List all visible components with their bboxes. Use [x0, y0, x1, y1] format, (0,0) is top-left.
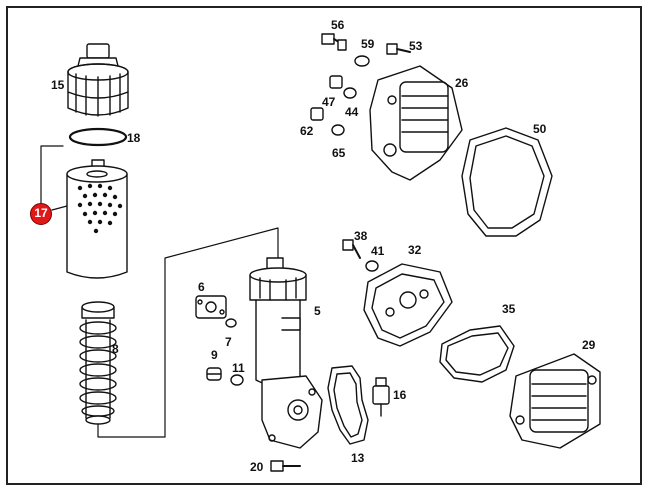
label-8: 8 [112, 342, 119, 356]
label-41: 41 [371, 244, 385, 258]
seal-part-11[interactable] [230, 374, 244, 386]
label-56: 56 [331, 18, 345, 32]
gasket-part-13[interactable] [327, 365, 369, 445]
label-38: 38 [354, 229, 368, 243]
washer-part-7[interactable] [225, 318, 237, 328]
leader-17-bracket [40, 145, 64, 206]
bracket-part-6[interactable] [195, 295, 227, 319]
label-13: 13 [351, 451, 365, 465]
label-47: 47 [322, 95, 336, 109]
diagram-frame [6, 6, 642, 485]
label-16: 16 [393, 388, 407, 402]
bolt-part-20[interactable] [270, 460, 301, 472]
label-59: 59 [361, 37, 375, 51]
filter-housing-part-5[interactable] [249, 257, 323, 449]
sensor-part-56[interactable] [321, 33, 347, 51]
filter-core-part-8[interactable] [79, 301, 117, 425]
seal-part-59[interactable] [354, 55, 370, 67]
cover-part-32[interactable] [363, 263, 453, 347]
plug-part-47[interactable] [329, 75, 343, 89]
seal-part-41[interactable] [365, 260, 379, 272]
plug-part-9[interactable] [206, 367, 222, 381]
leader-line-assembly [97, 227, 279, 438]
o-ring-part-18[interactable] [68, 127, 128, 147]
filter-element-part-17[interactable] [66, 159, 128, 279]
label-11: 11 [232, 361, 245, 375]
label-5: 5 [314, 304, 321, 318]
label-20: 20 [250, 460, 264, 474]
label-65: 65 [332, 146, 346, 160]
label-62: 62 [300, 124, 314, 138]
oil-cooler-part-29[interactable] [509, 353, 601, 449]
bolt-part-53[interactable] [386, 43, 411, 55]
seal-part-65[interactable] [331, 124, 345, 136]
label-44: 44 [345, 105, 359, 119]
label-6: 6 [198, 280, 205, 294]
seal-part-44[interactable] [343, 87, 357, 99]
label-29: 29 [582, 338, 596, 352]
plug-part-62[interactable] [310, 107, 324, 121]
label-35: 35 [502, 302, 516, 316]
highlighted-part-17-badge[interactable]: 17 [30, 203, 52, 225]
label-32: 32 [408, 243, 422, 257]
filter-cap-part-15[interactable] [67, 43, 129, 117]
label-15: 15 [51, 78, 65, 92]
oil-cooler-housing-part-26[interactable] [369, 65, 463, 181]
label-53: 53 [409, 39, 423, 53]
label-18: 18 [127, 131, 141, 145]
valve-part-16[interactable] [372, 377, 390, 417]
label-7: 7 [225, 335, 232, 349]
gasket-part-50[interactable] [461, 127, 553, 237]
bolt-part-38[interactable] [342, 239, 361, 259]
gasket-part-35[interactable] [439, 325, 515, 383]
label-50: 50 [533, 122, 547, 136]
label-26: 26 [455, 76, 469, 90]
label-9: 9 [211, 348, 218, 362]
